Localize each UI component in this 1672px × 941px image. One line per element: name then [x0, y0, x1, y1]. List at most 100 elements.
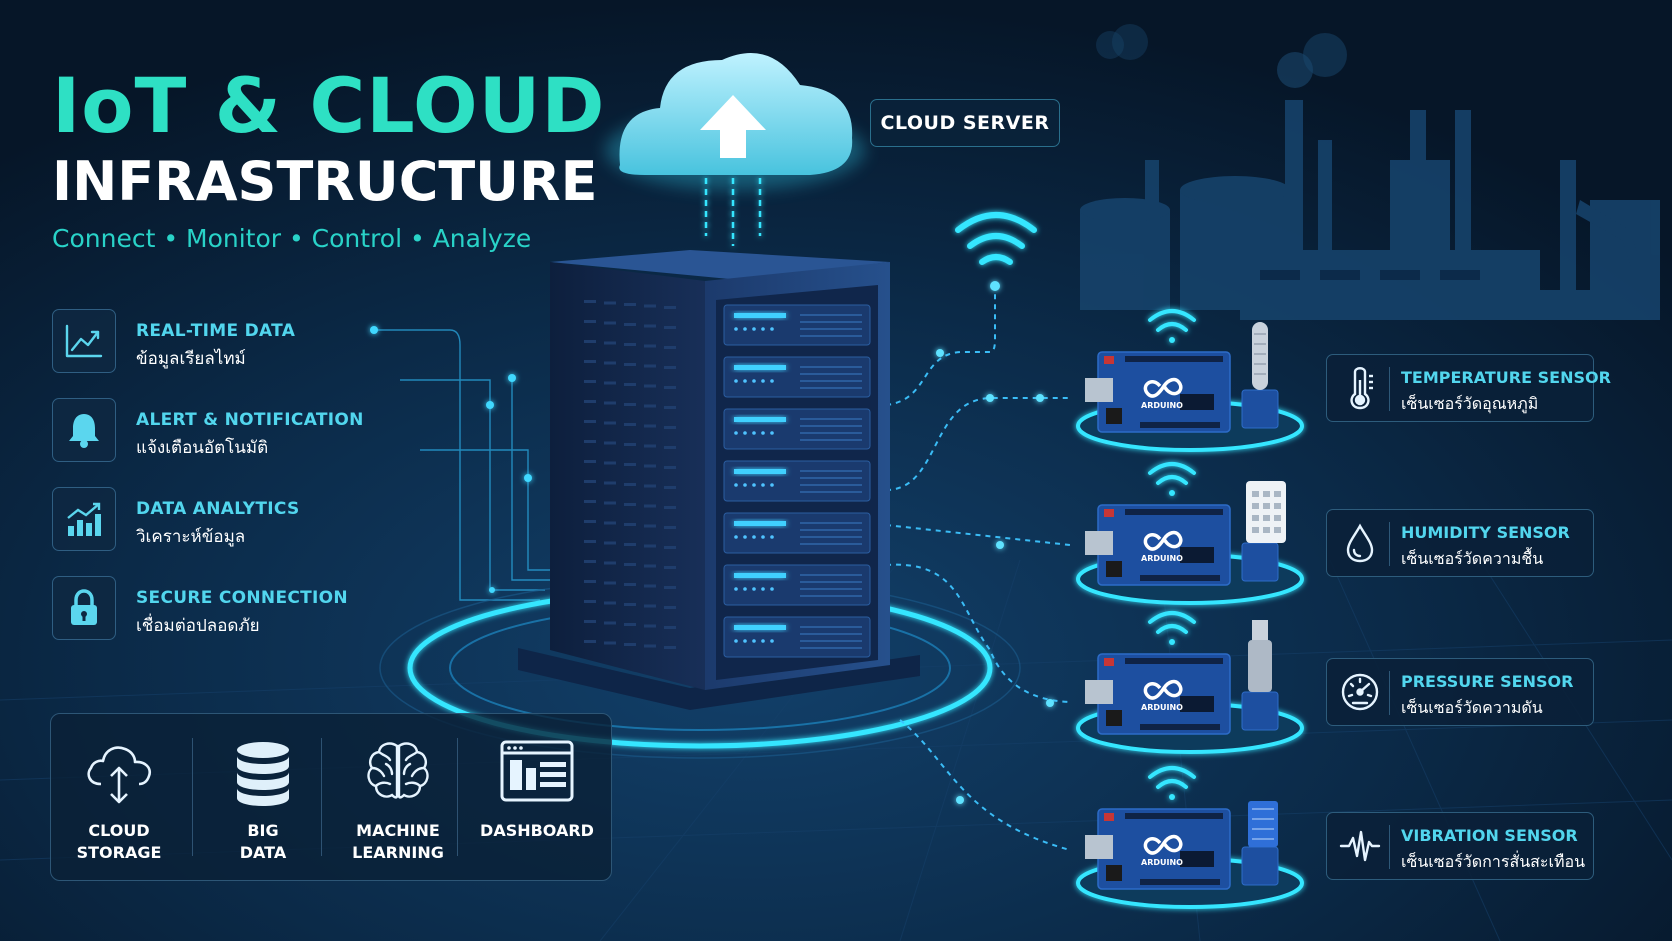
header-pins [1140, 575, 1220, 581]
server-led [734, 379, 738, 383]
arduino-brand-label: ARDUINO [1141, 703, 1183, 712]
vent-slot [644, 344, 656, 348]
server-led [752, 327, 756, 331]
server-unit [723, 304, 871, 346]
arduino-sensor-node: ARDUINO [1076, 309, 1304, 452]
sensor-title: VIBRATION SENSOR [1401, 826, 1578, 845]
sensor-title: TEMPERATURE SENSOR [1401, 368, 1611, 387]
feature-subtitle: แจ้งเตือนอัตโนมัติ [136, 438, 269, 458]
vent-slot [584, 540, 596, 543]
wifi-arc [1148, 462, 1196, 475]
vent-slot [644, 464, 656, 468]
vent-slot [624, 563, 636, 566]
vent-slot [644, 324, 656, 328]
server-led [770, 483, 774, 487]
vent-slot [604, 601, 616, 605]
server-unit [723, 408, 871, 450]
server-led [770, 639, 774, 643]
wifi-arc [1156, 322, 1188, 332]
server-unit [723, 512, 871, 554]
server-led [761, 483, 765, 487]
vent-slot [664, 526, 676, 529]
vent-slot [584, 360, 596, 363]
feature-data-analytics: DATA ANALYTICS วิเคราะห์ข้อมูล [52, 487, 512, 553]
arduino-sensor-node: ARDUINO [1076, 766, 1304, 909]
wifi-arc [1156, 779, 1188, 789]
arduino-brand-label: ARDUINO [1141, 554, 1183, 563]
header-pins [1125, 509, 1223, 515]
line-chart-icon [52, 309, 116, 373]
service-label: BIG DATA [239, 821, 287, 862]
server-unit-panel [723, 616, 871, 658]
vent-slot [584, 500, 596, 503]
vent-slot [664, 626, 676, 629]
usb-port [1085, 378, 1113, 402]
vent-slot [584, 440, 596, 443]
housing-vent [1274, 527, 1281, 533]
arduino-brand-label: ARDUINO [1141, 858, 1183, 867]
server-led [770, 587, 774, 591]
circuit-lines [370, 329, 552, 601]
vent-slot [664, 346, 676, 349]
vent-slot [624, 343, 636, 346]
wifi-arc [1156, 624, 1188, 634]
vent-slot [604, 641, 616, 645]
sensor-card-humidity: HUMIDITY SENSOR เซ็นเซอร์วัดความชื้น [1326, 509, 1594, 577]
server-status-light [734, 521, 786, 526]
service-label: CLOUD STORAGE [76, 821, 162, 862]
vent-slot [644, 444, 656, 448]
housing-vent [1263, 527, 1270, 533]
vent-slot [644, 564, 656, 568]
housing-vent [1263, 491, 1270, 497]
wifi-arc [1156, 475, 1188, 485]
vent-slot [624, 363, 636, 366]
sensor-module-board [1241, 691, 1279, 731]
pressure-sensor-body [1248, 640, 1272, 692]
vent-slot [644, 604, 656, 608]
server-unit-panel [723, 356, 871, 398]
server-unit-panel [723, 408, 871, 450]
server-status-light [734, 625, 786, 630]
power-jack [1106, 710, 1122, 726]
server-led [743, 431, 747, 435]
vent-slot [604, 621, 616, 625]
microcontroller-chip [1180, 547, 1214, 563]
divider [1389, 367, 1390, 411]
server-led [743, 587, 747, 591]
server-status-light [734, 313, 786, 318]
services-panel: CLOUD STORAGE BIG DATA MACHINE LEARNING … [50, 713, 612, 881]
reset-button [1104, 658, 1114, 666]
wifi-icon [955, 212, 1037, 265]
vent-slot [644, 524, 656, 528]
divider [321, 738, 322, 856]
server-unit [723, 460, 871, 502]
vent-slot [604, 361, 616, 365]
service-label: MACHINE LEARNING [352, 821, 444, 862]
vent-slot [644, 304, 656, 308]
vent-slot [664, 386, 676, 389]
vent-slot [584, 420, 596, 423]
sensor-subtitle: เซ็นเซอร์วัดอุณหภูมิ [1401, 394, 1539, 413]
server-unit [723, 356, 871, 398]
arduino-sensor-node: ARDUINO [1076, 611, 1304, 754]
vent-slot [584, 620, 596, 623]
server-side-vents [584, 300, 676, 649]
server-led [734, 587, 738, 591]
vent-slot [624, 403, 636, 406]
sensor-module-board [1241, 389, 1279, 429]
server-led [770, 327, 774, 331]
housing-vent [1252, 491, 1259, 497]
feature-title: ALERT & NOTIFICATION [136, 410, 364, 430]
vent-slot [624, 523, 636, 526]
usb-port [1085, 531, 1113, 555]
feature-title: SECURE CONNECTION [136, 588, 348, 608]
pressure-sensor-stem [1252, 620, 1268, 640]
data-connection-dots [936, 281, 1054, 804]
housing-vent [1274, 515, 1281, 521]
power-jack [1106, 865, 1122, 881]
feature-title: DATA ANALYTICS [136, 499, 300, 519]
server-led [761, 535, 765, 539]
divider [1389, 671, 1390, 715]
bell-icon [52, 398, 116, 462]
wifi-dot [1169, 490, 1175, 496]
